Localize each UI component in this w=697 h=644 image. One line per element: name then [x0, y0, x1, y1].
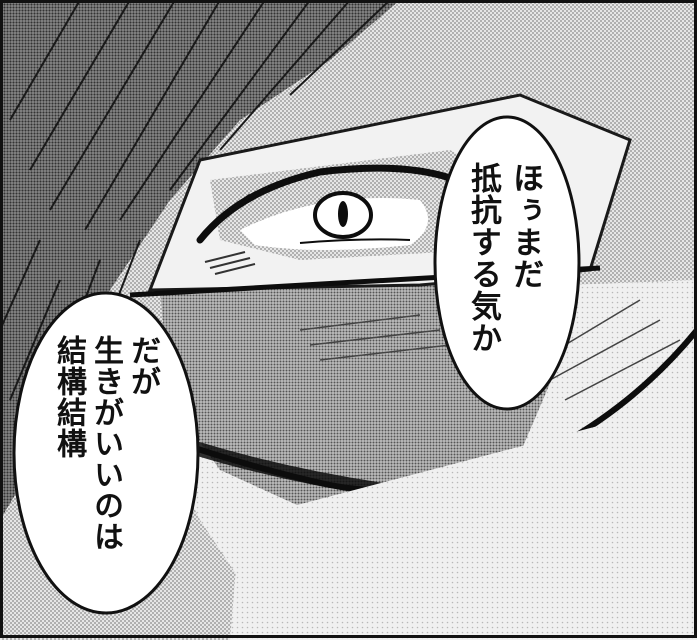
speech-bubble-left [12, 291, 200, 615]
eyelid-crease [214, 193, 251, 227]
neck-area [230, 400, 697, 640]
speech-right-line-2: 抵抗する気か [465, 162, 501, 354]
speech-left-line-2: 生きがいいのは [88, 335, 123, 552]
speech-left-text: だが 生きがいいのは 結構結構 [50, 335, 161, 552]
speech-bubble-right [433, 115, 581, 411]
speech-left-line-3: 結構結構 [51, 335, 86, 459]
speech-right-text: ほぅまだ 抵抗する気か [462, 162, 546, 354]
speech-left-line-1: だが [125, 335, 160, 397]
pupil [338, 201, 348, 227]
hair-shadow [0, 0, 400, 520]
blush-marks [204, 251, 256, 275]
lower-eyelid [299, 238, 411, 244]
speech-right-line-1: ほぅまだ [507, 162, 543, 290]
